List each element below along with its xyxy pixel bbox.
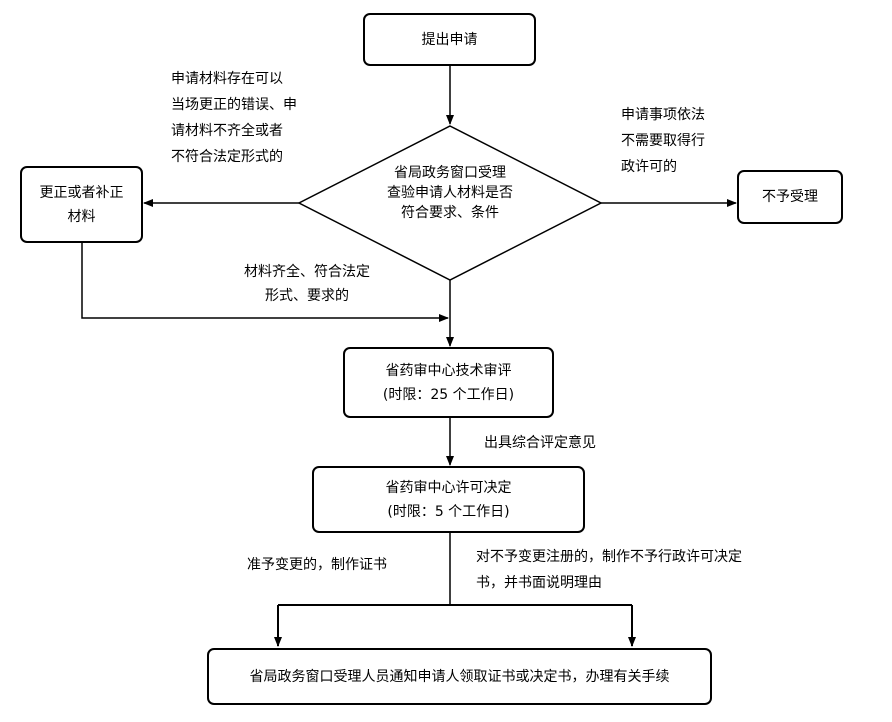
opinion-text: 出具综合评定意见 xyxy=(484,435,596,451)
complete-line-1: 材料齐全、符合法定 xyxy=(244,264,370,280)
approve-text: 准予变更的，制作证书 xyxy=(247,557,387,573)
notify-applicant-box: 省局政务窗口受理人员通知申请人领取证书或决定书，办理有关手续 xyxy=(207,648,712,705)
permit-decision-box: 省药审中心许可决定 (时限：5 个工作日) xyxy=(312,466,585,533)
correctable-line-4: 不符合法定形式的 xyxy=(171,149,283,165)
submit-application-text: 提出申请 xyxy=(421,31,478,48)
correct-line-1: 更正或者补正 xyxy=(39,184,124,201)
submit-application-box: 提出申请 xyxy=(363,13,536,66)
correctable-line-1: 申请材料存在可以 xyxy=(171,71,283,87)
tech-review-line-1: 省药审中心技术审评 xyxy=(385,362,512,379)
no-permit-line-2: 不需要取得行 xyxy=(621,133,705,149)
correct-line-2: 材料 xyxy=(67,208,96,225)
review-diamond-text: 省局政务窗口受理 查验申请人材料是否 符合要求、条件 xyxy=(330,163,570,223)
review-line-3: 符合要求、条件 xyxy=(401,205,499,221)
review-line-2: 查验申请人材料是否 xyxy=(387,185,513,201)
reject-box: 不予受理 xyxy=(737,170,843,224)
deny-change-label: 对不予变更注册的，制作不予行政许可决定 书，并书面说明理由 xyxy=(476,544,742,596)
no-permit-needed-label: 申请事项依法 不需要取得行 政许可的 xyxy=(621,102,705,180)
notify-text: 省局政务窗口受理人员通知申请人领取证书或决定书，办理有关手续 xyxy=(249,668,670,685)
correct-materials-box: 更正或者补正 材料 xyxy=(20,166,143,243)
deny-line-2: 书，并书面说明理由 xyxy=(476,575,602,591)
tech-review-box: 省药审中心技术审评 (时限：25 个工作日) xyxy=(343,347,554,418)
tech-review-line-2: (时限：25 个工作日) xyxy=(382,386,515,403)
complete-line-2: 形式、要求的 xyxy=(265,288,349,304)
reject-text: 不予受理 xyxy=(762,189,818,205)
approve-change-label: 准予变更的，制作证书 xyxy=(247,553,387,577)
decision-line-2: (时限：5 个工作日) xyxy=(387,503,510,520)
correctable-condition-label: 申请材料存在可以 当场更正的错误、申 请材料不齐全或者 不符合法定形式的 xyxy=(171,66,297,170)
deny-line-1: 对不予变更注册的，制作不予行政许可决定 xyxy=(476,549,742,565)
issue-opinion-label: 出具综合评定意见 xyxy=(484,431,596,455)
decision-line-1: 省药审中心许可决定 xyxy=(385,479,512,496)
correctable-line-2: 当场更正的错误、申 xyxy=(171,97,297,113)
correctable-line-3: 请材料不齐全或者 xyxy=(171,123,283,139)
no-permit-line-3: 政许可的 xyxy=(621,159,677,175)
no-permit-line-1: 申请事项依法 xyxy=(621,107,705,123)
review-line-1: 省局政务窗口受理 xyxy=(394,165,506,181)
arrow-correct-return xyxy=(81,243,449,322)
materials-complete-label: 材料齐全、符合法定 形式、要求的 xyxy=(244,260,370,308)
